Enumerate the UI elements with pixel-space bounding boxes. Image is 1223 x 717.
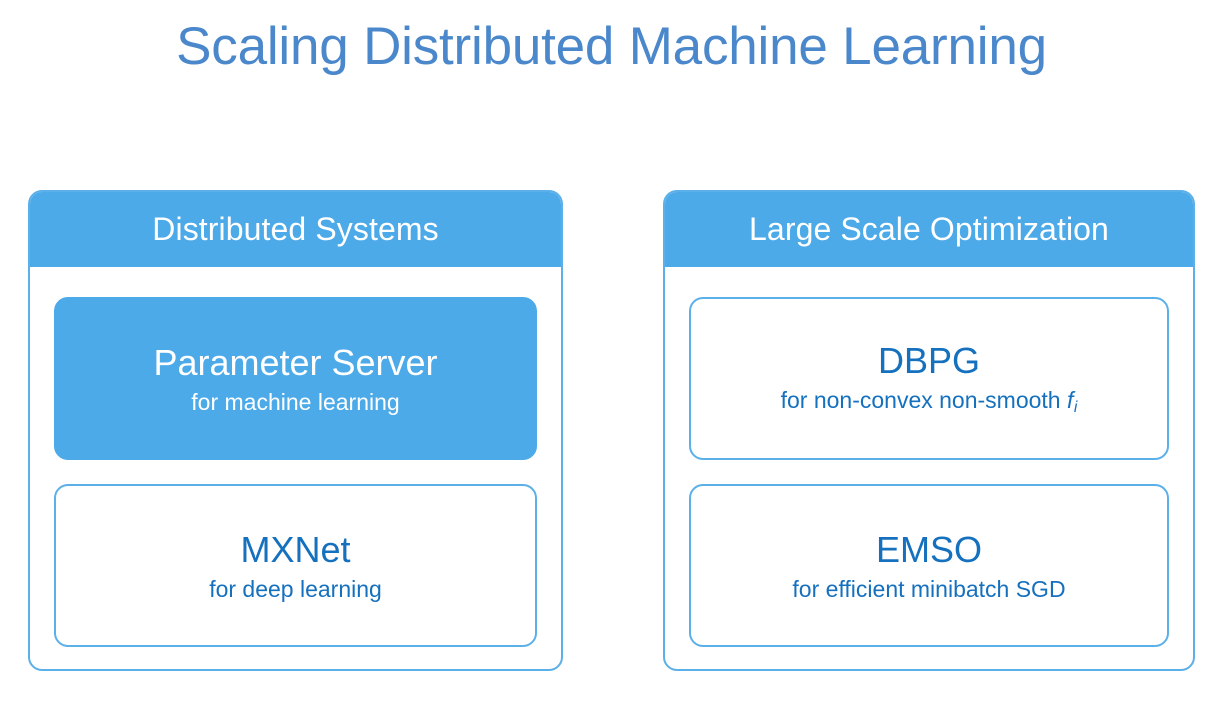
- card-title-dbpg: DBPG: [877, 339, 981, 381]
- card-title-emso: EMSO: [875, 528, 982, 570]
- panel-body-large-scale-optimization: DBPG for non-convex non-smooth fi EMSO f…: [665, 267, 1193, 669]
- panel-large-scale-optimization: Large Scale Optimization DBPG for non-co…: [663, 190, 1195, 671]
- card-subtitle-emso: for efficient minibatch SGD: [792, 575, 1066, 602]
- card-subtitle-mxnet: for deep learning: [209, 575, 382, 602]
- card-subtitle-parameter-server: for machine learning: [191, 388, 400, 415]
- card-mxnet[interactable]: MXNet for deep learning: [54, 484, 537, 647]
- card-subtitle-dbpg-symbol: fi: [1067, 386, 1078, 416]
- math-symbol-f: f: [1067, 386, 1074, 413]
- card-dbpg[interactable]: DBPG for non-convex non-smooth fi: [689, 297, 1169, 460]
- card-subtitle-dbpg-text: for non-convex non-smooth: [780, 386, 1067, 413]
- card-emso[interactable]: EMSO for efficient minibatch SGD: [689, 484, 1169, 647]
- page-title: Scaling Distributed Machine Learning: [176, 17, 1047, 76]
- panel-distributed-systems: Distributed Systems Parameter Server for…: [28, 190, 563, 671]
- card-subtitle-dbpg: for non-convex non-smooth fi: [781, 385, 1078, 419]
- card-title-parameter-server: Parameter Server: [153, 341, 438, 383]
- card-parameter-server[interactable]: Parameter Server for machine learning: [54, 297, 537, 460]
- card-title-mxnet: MXNet: [240, 528, 351, 570]
- columns-container: Distributed Systems Parameter Server for…: [0, 190, 1223, 680]
- panel-header-large-scale-optimization: Large Scale Optimization: [665, 192, 1193, 267]
- panel-body-distributed-systems: Parameter Server for machine learning MX…: [30, 267, 561, 669]
- math-subscript-i: i: [1073, 398, 1078, 416]
- panel-header-distributed-systems: Distributed Systems: [30, 192, 561, 267]
